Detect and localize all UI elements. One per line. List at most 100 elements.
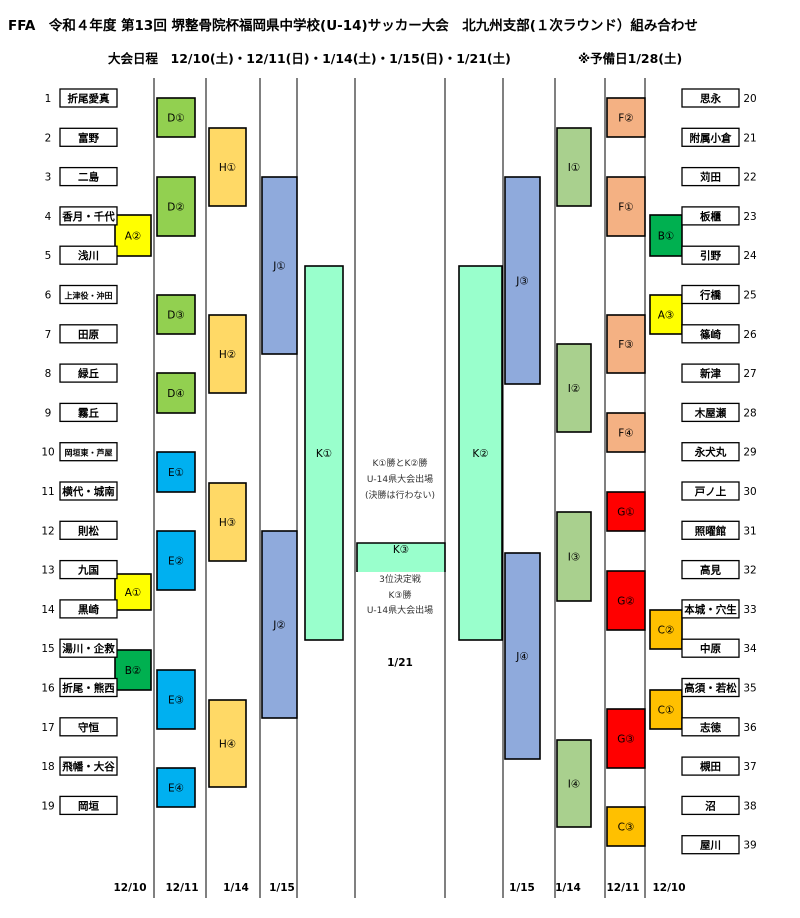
- note-third-line-2: K③勝: [389, 589, 412, 601]
- match-box: [606, 708, 646, 769]
- match-D3: D③: [156, 294, 196, 335]
- match-I2: I②: [556, 343, 592, 433]
- seed-number: 18: [41, 761, 54, 773]
- match-label: J①: [272, 261, 286, 273]
- team-name: 木屋瀬: [694, 406, 727, 419]
- match-box: [261, 530, 298, 719]
- seed-number: 14: [41, 604, 55, 616]
- seed-number: 38: [743, 800, 756, 812]
- note-top-line-1: K①勝とK②勝: [373, 457, 428, 469]
- match-box: [649, 609, 683, 650]
- schedule-text: 大会日程 12/10(土)・12/11(日)・1/14(土)・1/15(日)・1…: [108, 51, 511, 66]
- team-name: 思永: [700, 92, 721, 105]
- seed-number: 3: [45, 172, 52, 184]
- match-J2: J②: [261, 530, 298, 719]
- match-box: [261, 176, 298, 355]
- match-label: D②: [167, 202, 185, 214]
- match-box: [556, 739, 592, 828]
- seed-number: 2: [45, 132, 52, 144]
- match-box: [208, 314, 247, 394]
- round-date-right: 1/14: [555, 882, 581, 894]
- match-box: [156, 294, 196, 335]
- team-box: [681, 835, 740, 855]
- match-box: [556, 127, 592, 207]
- team-row: 富野 2: [45, 127, 118, 147]
- match-J1: J①: [261, 176, 298, 355]
- match-box: [114, 649, 152, 691]
- match-I4: I④: [556, 739, 592, 828]
- match-label: H④: [219, 739, 236, 751]
- seed-number: 29: [743, 447, 756, 459]
- match-H4: H④: [208, 699, 247, 788]
- match-E3: E③: [156, 669, 196, 730]
- match-box: [606, 97, 646, 138]
- team-box: [681, 677, 740, 698]
- team-box: [59, 677, 118, 698]
- match-label: E②: [168, 556, 184, 568]
- team-name: 緑丘: [78, 367, 99, 380]
- team-box: [59, 324, 118, 344]
- match-H2: H②: [208, 314, 247, 394]
- team-name: 岡垣東・芦屋: [65, 448, 113, 458]
- team-box: [681, 520, 740, 540]
- team-name: 屋川: [700, 840, 721, 852]
- match-C2: C②: [649, 609, 683, 650]
- team-name: 志徳: [700, 721, 721, 734]
- match-K1: K①: [304, 265, 344, 641]
- match-box: [606, 806, 646, 847]
- match-A2: A②: [114, 214, 152, 257]
- team-list: 折尾愛真1富野2二島3香月・千代4浅川5上津役・沖田6田原7緑丘8霧丘9岡垣東・…: [41, 88, 757, 855]
- match-box: [458, 265, 503, 641]
- match-D1: D①: [156, 97, 196, 138]
- match-C1: C①: [649, 689, 683, 730]
- match-box: [504, 176, 541, 385]
- seed-number: 32: [743, 565, 756, 577]
- team-row: 緑丘8: [45, 363, 118, 383]
- match-label: F③: [618, 339, 633, 351]
- match-label: F④: [618, 428, 633, 440]
- note-top-line-2: U-14県大会出場: [367, 473, 433, 485]
- team-box: [681, 795, 740, 816]
- team-name: 折尾・熊西: [62, 682, 115, 695]
- match-box: [156, 97, 196, 138]
- team-box: [59, 559, 118, 580]
- team-name: 槻田: [700, 760, 721, 773]
- team-name: 行橋: [699, 289, 721, 302]
- center-notes: K①勝とK②勝 U-14県大会出場 (決勝は行わない) 3位決定戦 K③勝 U-…: [365, 457, 435, 669]
- match-box: [556, 343, 592, 433]
- seed-number: 19: [41, 800, 54, 812]
- match-label: K①: [316, 448, 332, 460]
- match-A1: A①: [114, 573, 152, 611]
- team-box: [681, 363, 740, 383]
- match-K2: K②: [458, 265, 503, 641]
- team-box: [59, 481, 118, 501]
- match-F1: F①: [606, 176, 646, 237]
- seed-number: 23: [743, 211, 756, 223]
- team-box: [59, 795, 118, 816]
- match-label: J②: [272, 620, 286, 632]
- team-name: 香月・千代: [61, 210, 115, 223]
- match-box: [606, 491, 646, 532]
- team-name: 高見: [700, 564, 721, 577]
- team-box: [59, 599, 118, 619]
- team-name: 富野: [78, 131, 99, 144]
- match-box: [606, 176, 646, 237]
- match-box: [114, 214, 152, 257]
- note-third-line-1: 3位決定戦: [379, 573, 421, 585]
- team-name: 折尾愛真: [68, 92, 110, 105]
- match-B1: B①: [649, 214, 683, 257]
